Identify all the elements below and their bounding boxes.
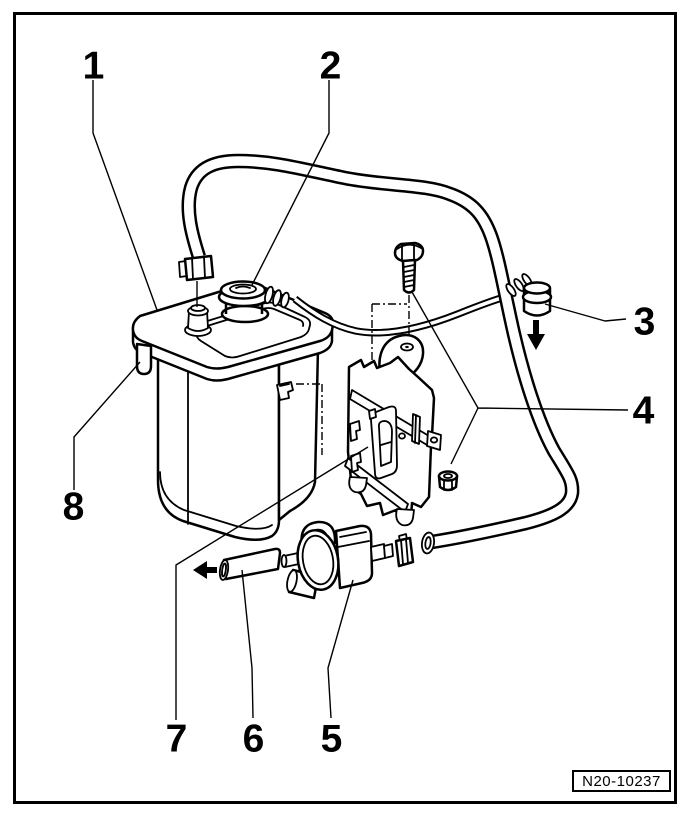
- hose-open-end: [420, 531, 436, 555]
- callout-2: 2: [319, 44, 342, 88]
- mounting-bracket: [344, 333, 442, 527]
- callout-5: 5: [320, 717, 343, 761]
- canister-vent-port: [184, 304, 212, 337]
- canister-side-clip: [276, 381, 294, 401]
- alignment-dash-lines: [296, 295, 410, 455]
- figure-id-text: N20-10237: [582, 772, 661, 790]
- purge-valve: [280, 520, 394, 600]
- figure-frame: [13, 12, 677, 804]
- short-hose: [218, 547, 282, 581]
- thin-vent-pipe: [292, 292, 510, 337]
- charcoal-canister: [131, 280, 335, 541]
- callout-1: 1: [82, 44, 105, 88]
- callout-7: 7: [165, 717, 188, 761]
- callout-8: 8: [62, 485, 85, 529]
- hose-clamp-mid: [394, 533, 415, 568]
- elbow-connector: [505, 273, 553, 317]
- callout-4: 4: [632, 389, 655, 433]
- mounting-nut: [437, 470, 459, 492]
- leader-lines: [73, 80, 629, 720]
- canister-cap-port: [217, 280, 271, 324]
- canister-retaining-tab: [135, 342, 153, 376]
- breather-hose: [181, 153, 580, 555]
- mounting-bolt: [393, 241, 425, 294]
- figure-id-badge: N20-10237: [572, 770, 671, 792]
- cap-corrugated-connector: [264, 285, 290, 309]
- callout-3: 3: [633, 300, 656, 344]
- arrow-down-icon: [527, 320, 545, 350]
- arrow-left-icon: [193, 561, 217, 579]
- hose-clamp-top: [178, 254, 215, 307]
- callout-6: 6: [242, 717, 265, 761]
